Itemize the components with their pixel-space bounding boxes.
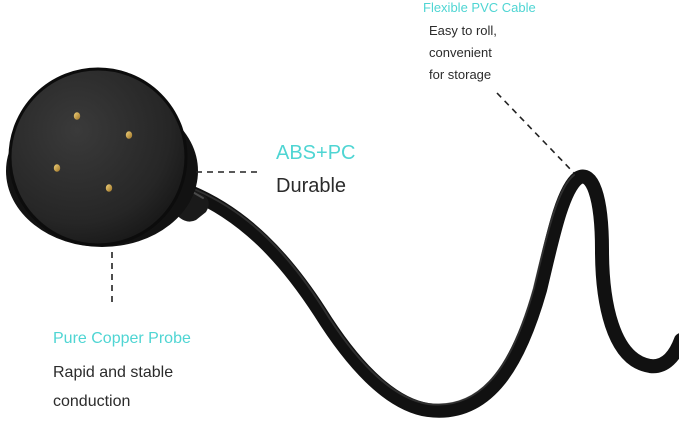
- cable-body: [183, 169, 679, 418]
- cable-highlight: [195, 174, 575, 406]
- pin-top: [73, 112, 81, 120]
- callout-heading: Pure Copper Probe: [53, 330, 191, 347]
- callout-abs-pc: ABS+PC Durable: [276, 140, 355, 199]
- callout-heading: Flexible PVC Cable: [423, 0, 536, 15]
- callout-heading: ABS+PC: [276, 142, 356, 164]
- puck-face: [10, 69, 186, 245]
- pin-right: [125, 131, 133, 139]
- copper-pins: [53, 112, 133, 192]
- pvc-cable: [183, 169, 679, 418]
- callout-copper-probe: Pure Copper Probe Rapid and stable condu…: [53, 329, 191, 416]
- leader-cable: [496, 92, 575, 174]
- charger-puck: [6, 67, 198, 247]
- callout-line: Durable: [276, 175, 347, 197]
- callout-pvc-cable: Flexible PVC Cable Easy to roll, conveni…: [423, 0, 536, 86]
- callout-line: convenient: [429, 45, 492, 60]
- callout-line: Rapid and stable: [53, 364, 174, 381]
- callout-line: conduction: [53, 393, 131, 410]
- pin-bottom: [105, 184, 113, 192]
- pin-left: [53, 164, 61, 172]
- callout-line: for storage: [429, 67, 492, 82]
- callout-line: Easy to roll,: [429, 23, 497, 38]
- leader-lines: [111, 92, 575, 306]
